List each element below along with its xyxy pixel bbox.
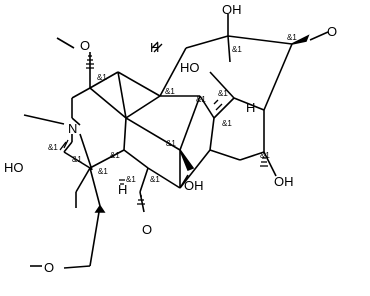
label-o-bottom: O <box>44 260 54 275</box>
wedge-bonds <box>94 34 310 213</box>
label-o-top-right: O <box>327 24 337 39</box>
label-oh-right: OH <box>274 174 294 189</box>
label-oh-center: OH <box>184 178 204 193</box>
label-oh-left: HO <box>4 160 24 175</box>
stereo-labels: &1 &1 &1 &1 &1 &1 &1 &1 &1 &1 &1 &1 &1 &… <box>48 33 297 184</box>
stereo-label: &1 <box>72 155 82 164</box>
stereo-label: &1 <box>260 151 270 160</box>
label-oh-mid: HO <box>180 60 200 75</box>
stereo-label: &1 <box>126 175 136 184</box>
stereo-label: &1 <box>98 167 108 176</box>
stereo-label: &1 <box>48 143 58 152</box>
stereo-label: &1 <box>222 119 232 128</box>
stereo-label: &1 <box>287 33 297 42</box>
hashed-bonds <box>59 41 268 205</box>
label-oh-top: OH <box>222 2 242 17</box>
label-h-right: H <box>246 100 255 115</box>
stereo-label: &1 <box>110 151 120 160</box>
stereo-label: &1 <box>150 175 160 184</box>
label-h-center: H <box>118 182 127 197</box>
stereo-label: &1 <box>166 139 176 148</box>
stereo-label: &1 <box>165 87 175 96</box>
stereo-label: &1 <box>196 95 206 104</box>
bond-lines <box>23 14 329 269</box>
atom-labels: OH O O N HO H H HO H OH OH O O <box>4 2 337 275</box>
stereo-label: &1 <box>218 89 228 98</box>
label-o-center: O <box>142 222 152 237</box>
stereo-label: &1 <box>97 73 107 82</box>
label-h-top: H <box>150 40 159 55</box>
stereo-label: &1 <box>232 45 242 54</box>
label-n: N <box>68 121 77 136</box>
label-o-top-left: O <box>80 38 90 53</box>
